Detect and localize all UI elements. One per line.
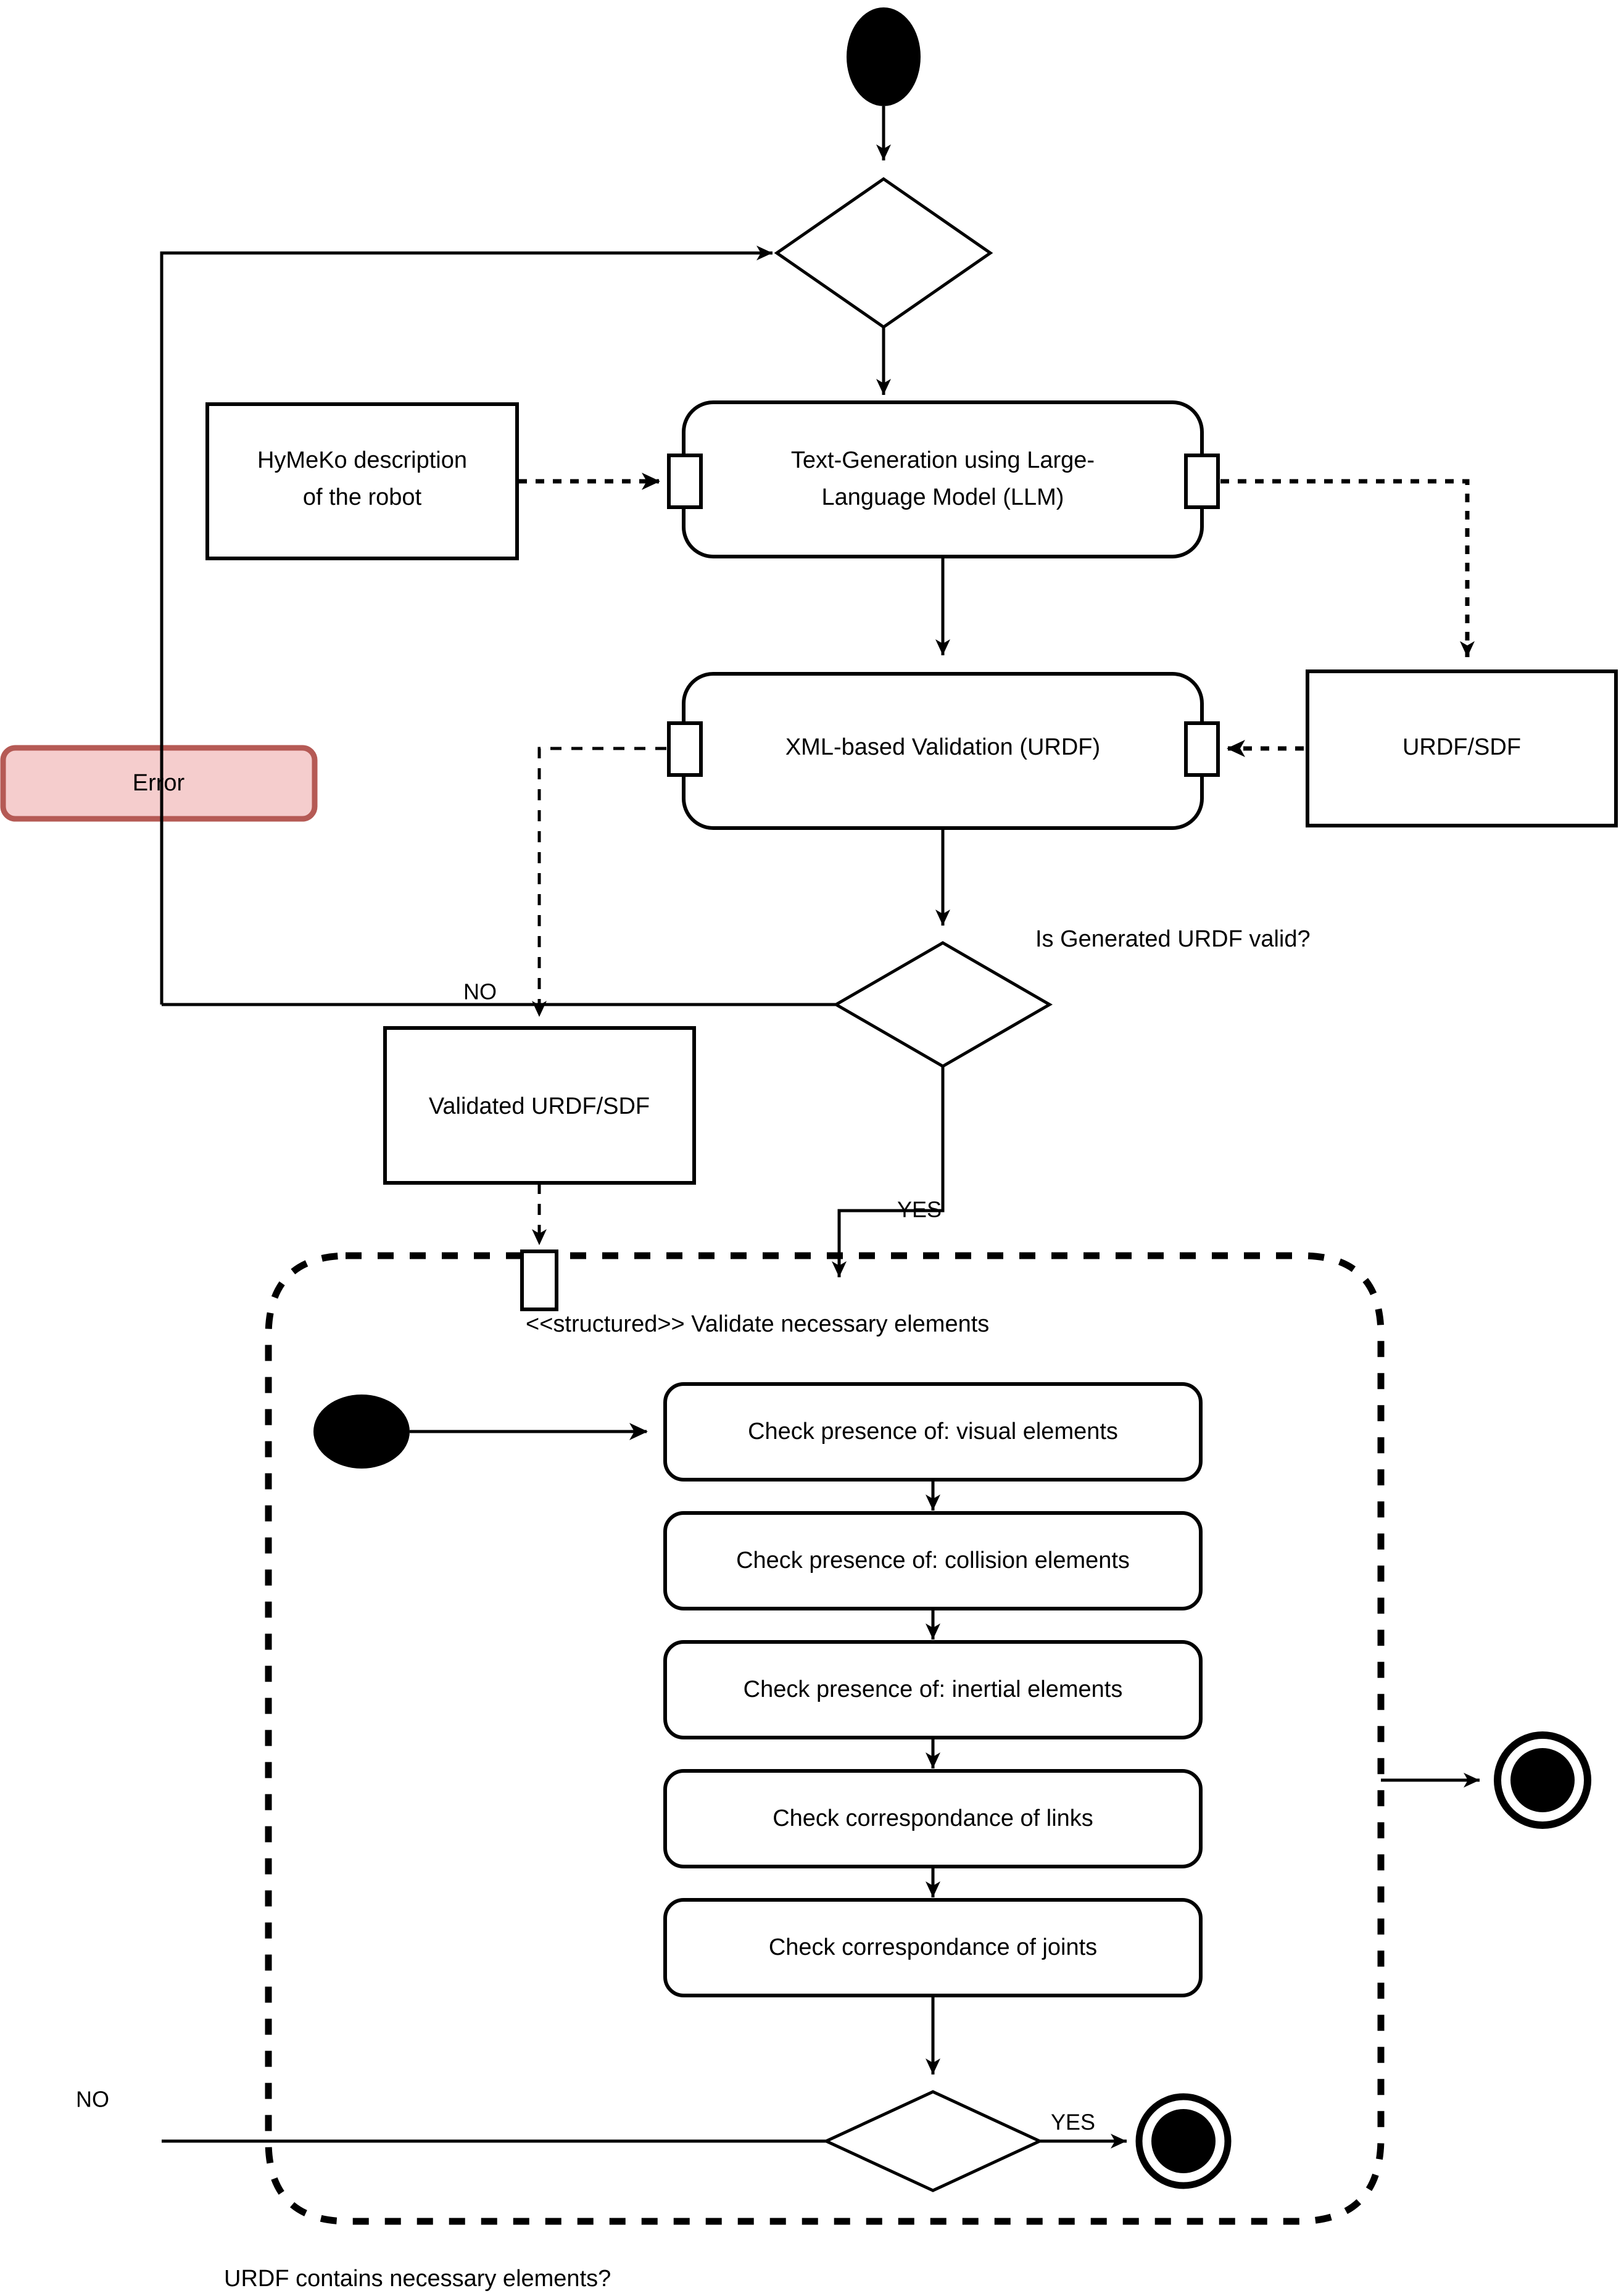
- xml-validation-label: XML-based Validation (URDF): [785, 734, 1100, 760]
- structured-region-border: [265, 1252, 1385, 2225]
- check-activity-joints: Check correspondance of joints: [663, 1898, 1203, 1997]
- validity-decision-node: Is Generated URDF valid?: [833, 926, 1311, 1068]
- inner-decision-node: URDF contains necessary elements?: [224, 2090, 1043, 2292]
- hymeko-object-node: HyMeKo description of the robot: [205, 402, 519, 560]
- llm-label-line1: Text-Generation using Large-: [791, 447, 1095, 473]
- check-activity-inertial-elements: Check presence of: inertial elements: [663, 1640, 1203, 1739]
- llm-input-pin: [667, 454, 703, 509]
- check-activity-collision-elements: Check presence of: collision elements: [663, 1511, 1203, 1610]
- check-activity-label: Check correspondance of links: [773, 1805, 1093, 1831]
- llm-label-line2: Language Model (LLM): [822, 484, 1064, 510]
- check-activity-label: Check presence of: collision elements: [736, 1548, 1130, 1573]
- check-activity-label: Check correspondance of joints: [769, 1934, 1097, 1960]
- error-label: Error: [133, 770, 185, 796]
- llm-output-pin: [1184, 454, 1220, 509]
- validated-urdf-label: Validated URDF/SDF: [429, 1093, 650, 1119]
- flow-validity-yes: YES: [832, 1066, 945, 1277]
- inner-question-label: URDF contains necessary elements?: [224, 2266, 611, 2292]
- validity-yes-label: YES: [897, 1197, 942, 1222]
- flow-inner-no: NO: [76, 2087, 826, 2143]
- flow-validity-no: NO: [162, 979, 836, 1006]
- feedback-loop-left: [160, 246, 773, 1005]
- xml-validation-activity-node: XML-based Validation (URDF): [667, 672, 1220, 830]
- check-activity-label: Check presence of: visual elements: [748, 1419, 1118, 1444]
- hymeko-label-line2: of the robot: [303, 484, 422, 510]
- hymeko-label-line1: HyMeKo description: [257, 447, 467, 473]
- inner-yes-label: YES: [1051, 2110, 1095, 2135]
- llm-activity-node: Text-Generation using Large- Language Mo…: [667, 400, 1220, 558]
- flow-xmlvalidation-to-validated: [532, 747, 666, 1017]
- urdf-sdf-object-node: URDF/SDF: [1306, 669, 1618, 827]
- flow-inner-yes: YES: [1040, 2110, 1127, 2149]
- inner-initial-node: [313, 1395, 410, 1469]
- validated-urdf-object-node: Validated URDF/SDF: [383, 1026, 696, 1185]
- urdf-sdf-label: URDF/SDF: [1402, 734, 1521, 760]
- inner-final-node: [1135, 2093, 1232, 2189]
- svg-text:<<structured>> Validate necess: <<structured>> Validate necessary elemen…: [526, 1311, 989, 1337]
- error-node: Error: [0, 745, 318, 822]
- structured-region-title: <<structured>> Validate necessary elemen…: [526, 1311, 989, 1337]
- outer-final-node: [1494, 1731, 1591, 1829]
- initial-node: [847, 7, 921, 106]
- structured-region-input-pin: [520, 1250, 558, 1311]
- validity-question-label: Is Generated URDF valid?: [1035, 926, 1311, 952]
- validity-no-label: NO: [463, 979, 497, 1005]
- check-activity-label: Check presence of: inertial elements: [744, 1676, 1123, 1702]
- merge-node: [774, 176, 993, 329]
- flow-llm-to-urdfsdf: [1220, 479, 1475, 657]
- xml-validation-input-pin-left: [667, 721, 703, 777]
- check-activity-visual-elements: Check presence of: visual elements: [663, 1382, 1203, 1482]
- check-activity-links: Check correspondance of links: [663, 1769, 1203, 1868]
- inner-no-label: NO: [76, 2087, 109, 2112]
- xml-validation-input-pin-right: [1184, 721, 1220, 777]
